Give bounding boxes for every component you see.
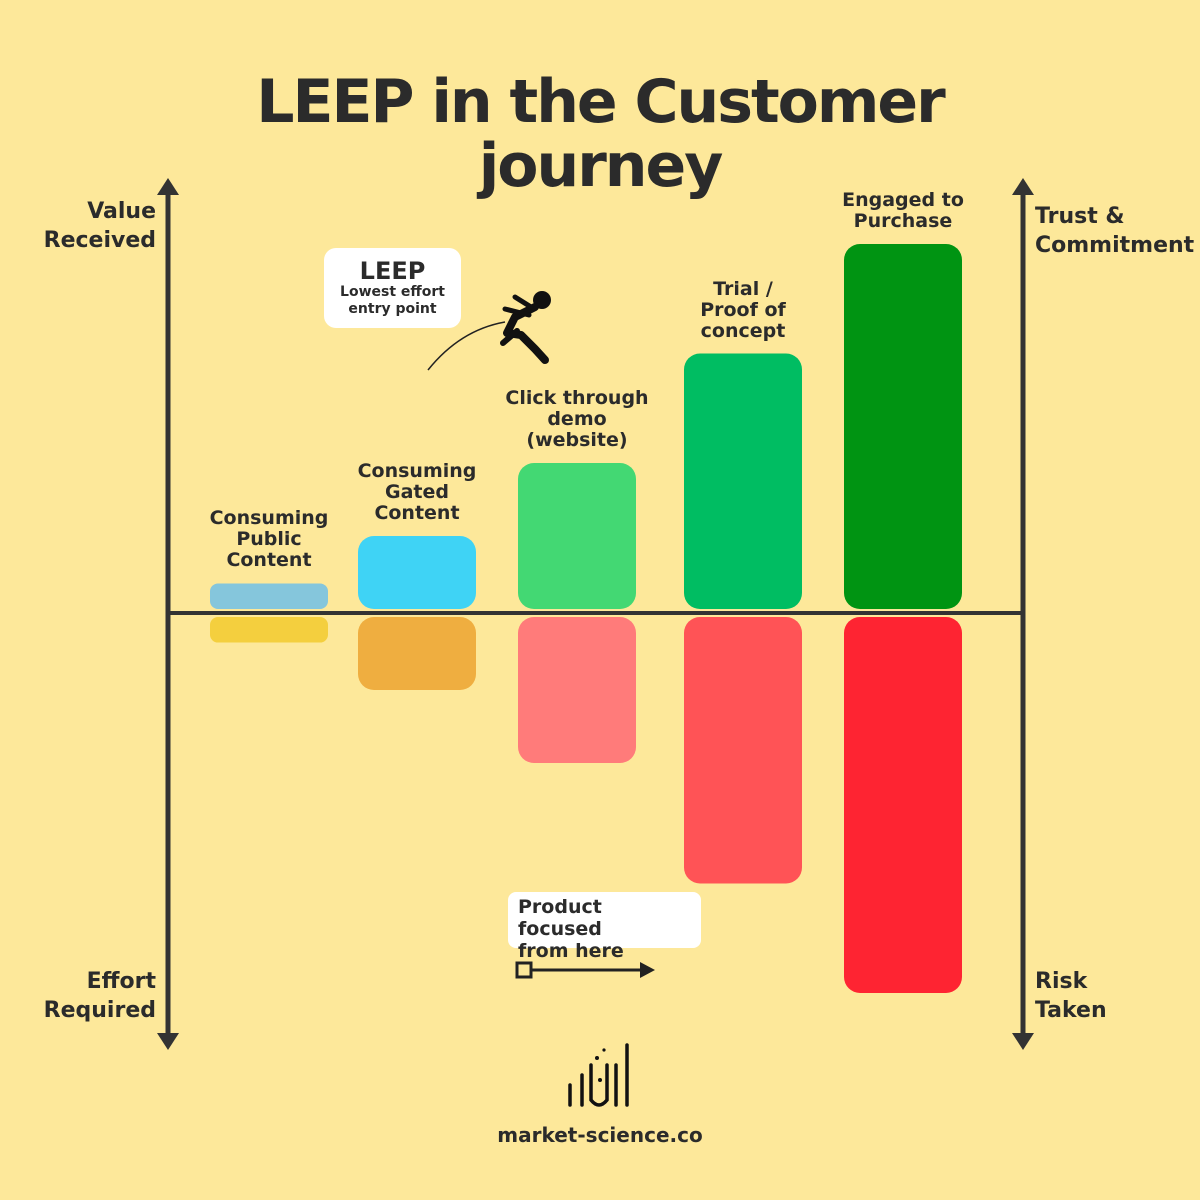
leap-arc-line [427, 321, 506, 371]
category-label-0: Consuming Public Content [209, 507, 329, 572]
leep-callout-title: LEEP [359, 257, 426, 285]
page-title: LEEP in the Customer journey [0, 70, 1200, 198]
bar-effort-4 [844, 617, 962, 993]
right-axis-arrow-down [1012, 1033, 1034, 1050]
right-axis-arrow-up [1012, 178, 1034, 195]
leep-callout: LEEP Lowest effort entry point [324, 248, 461, 328]
bar-group [210, 244, 962, 993]
category-label-2: Click through demo (website) [505, 387, 649, 451]
bar-value-4 [844, 244, 962, 609]
product-arrow-head [640, 962, 655, 978]
left-axis-arrow-down [157, 1033, 179, 1050]
brand-logo-icon [568, 1043, 629, 1107]
leep-callout-subtitle: Lowest effort entry point [340, 284, 445, 317]
bar-effort-2 [518, 617, 636, 763]
title-line-1: LEEP in the Customer [256, 67, 945, 137]
product-focused-callout: Product focused from here [508, 892, 701, 962]
product-arrow [515, 961, 655, 979]
bar-value-1 [358, 536, 476, 609]
bar-effort-0 [210, 617, 328, 643]
axis-label-risk-taken: Risk Taken [1035, 969, 1107, 1023]
left-axis-arrow-up [157, 178, 179, 195]
title-line-2: journey [478, 131, 724, 201]
category-label-1: Consuming Gated Content [357, 460, 477, 524]
axis-label-effort-required: Effort Required [43, 969, 156, 1023]
bar-effort-3 [684, 617, 802, 884]
bar-effort-1 [358, 617, 476, 690]
category-label-3: Trial / Proof of concept [700, 277, 786, 342]
bar-value-3 [684, 353, 802, 609]
brand-name: market-science.co [497, 1123, 703, 1147]
axis-label-trust-commitment: Trust & Commitment [1035, 204, 1195, 258]
bar-value-0 [210, 583, 328, 609]
product-focused-text: Product focused from here [518, 896, 624, 962]
axis-label-value-received: Value Received [43, 199, 156, 253]
jumping-person-icon [500, 291, 551, 364]
bar-value-2 [518, 463, 636, 609]
category-label-4: Engaged to Purchase [842, 189, 964, 232]
